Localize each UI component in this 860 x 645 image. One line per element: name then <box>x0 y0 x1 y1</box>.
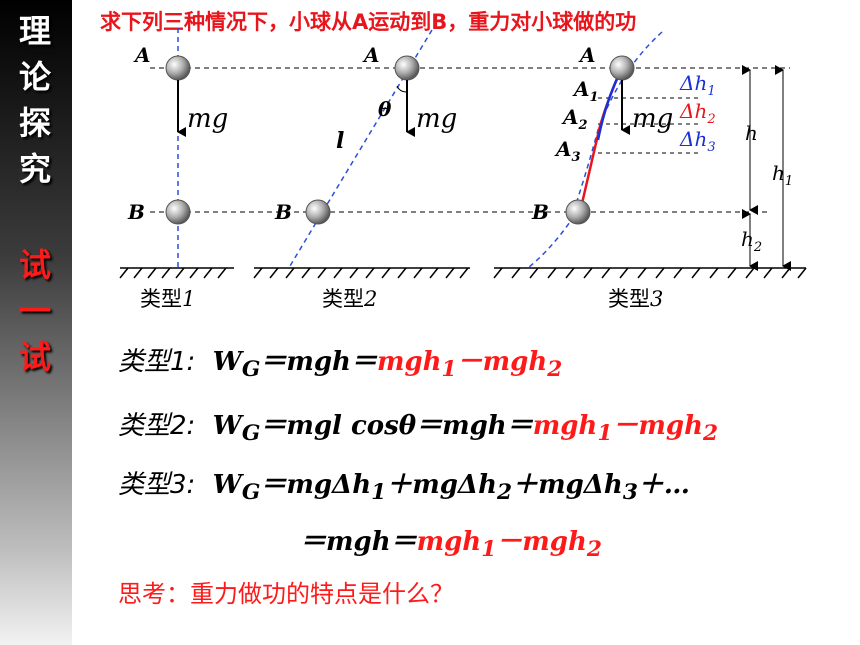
sidebar-char: 试 <box>18 338 51 376</box>
label-b-type1: B <box>127 200 145 224</box>
physics-diagram: A B mg A B mg θ l A B mg A1 A2 A3 Δh1 Δh… <box>119 28 807 311</box>
equation-type1: 类型1: WG＝mgh＝mgh1－mgh2 <box>118 347 563 383</box>
label-mg-type3: mg <box>632 104 673 134</box>
ball-b-type3 <box>565 199 591 225</box>
sidebar-char: 理 <box>18 12 51 50</box>
sidebar-char: 论 <box>18 58 51 96</box>
question-text: 思考：重力做功的特点是什么？ <box>118 580 454 608</box>
type2-caption: 类型2 <box>322 287 377 311</box>
equation-type3-result: ＝mgh＝mgh1－mgh2 <box>300 527 602 563</box>
label-a-type2: A <box>362 43 380 67</box>
label-mg-type2: mg <box>416 104 457 134</box>
sidebar-char: 试 <box>18 246 51 284</box>
ground-type2 <box>253 267 470 279</box>
type3-caption: 类型3 <box>608 287 663 311</box>
ball-a-type3 <box>609 55 635 81</box>
ground-type3 <box>493 267 807 279</box>
label-a3: A3 <box>554 137 581 165</box>
label-h: h <box>745 121 758 145</box>
theta-arc <box>396 85 407 93</box>
label-dh1: Δh1 <box>679 71 716 99</box>
type1-caption: 类型1 <box>140 287 195 311</box>
label-b-type2: B <box>274 200 292 224</box>
label-a-type1: A <box>133 43 151 67</box>
label-h2: h2 <box>741 227 762 255</box>
label-h1: h1 <box>772 161 793 189</box>
label-a1: A1 <box>572 77 599 105</box>
ball-a-type2 <box>394 55 420 81</box>
sidebar-char: 一 <box>18 292 51 330</box>
label-mg-type1: mg <box>187 104 228 134</box>
ball-a-type1 <box>165 55 191 81</box>
equation-type2: 类型2: WG＝mgl cosθ＝mgh＝mgh1－mgh2 <box>118 411 719 447</box>
label-a2: A2 <box>561 105 588 133</box>
ball-b-type1 <box>165 199 191 225</box>
sidebar: 理 论 探 究 试 一 试 <box>0 0 72 645</box>
label-dh3: Δh3 <box>679 127 716 155</box>
label-a-type3: A <box>578 43 596 67</box>
ground-type1 <box>119 267 234 279</box>
page-title: 求下列三种情况下，小球从A运动到B，重力对小球做的功 <box>100 10 637 34</box>
ball-b-type2 <box>305 199 331 225</box>
label-theta: θ <box>378 97 392 121</box>
label-dh2: Δh2 <box>679 99 716 127</box>
sidebar-char: 探 <box>18 104 51 142</box>
sidebar-char: 究 <box>18 150 51 188</box>
label-b-type3: B <box>531 200 549 224</box>
equation-type3: 类型3: WG＝mgΔh1＋mgΔh2＋mgΔh3＋… <box>118 470 690 506</box>
label-l: l <box>336 128 344 154</box>
